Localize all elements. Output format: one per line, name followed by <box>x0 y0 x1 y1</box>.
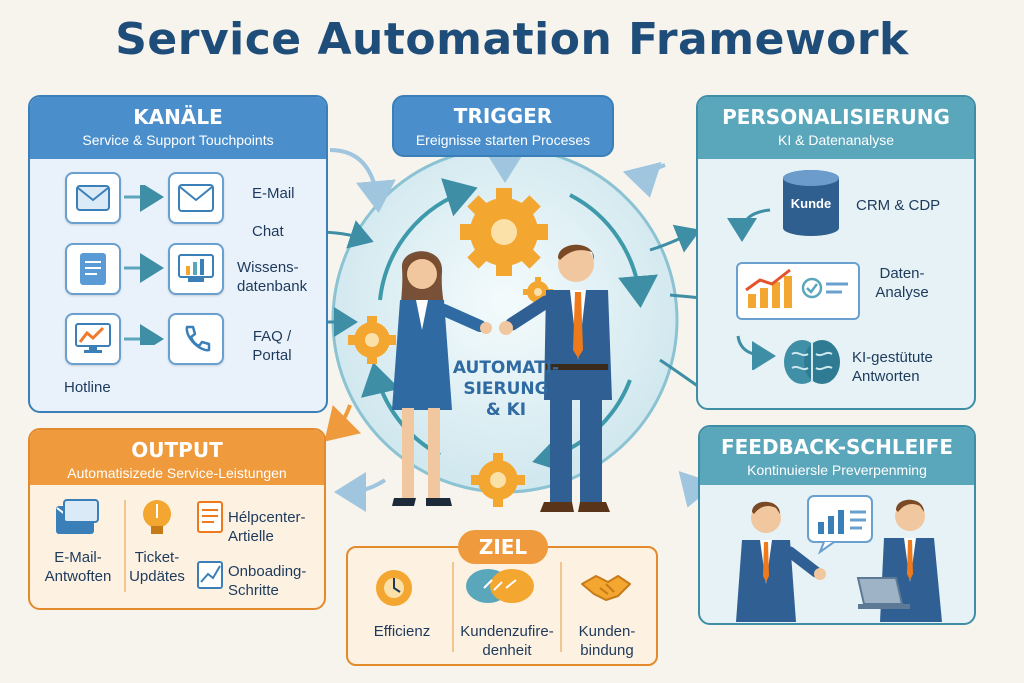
efficiency-icon <box>376 570 412 606</box>
phone-icon <box>168 313 224 365</box>
email-reply-icon <box>56 499 99 534</box>
kanaele-header: KANÄLE Service & Support Touchpoints <box>30 97 326 159</box>
feedback-header: FEEDBACK-SCHLEIFE Kontinuiersle Preverpe… <box>700 427 974 485</box>
satisfaction-icon <box>466 569 534 603</box>
output-label-onboarding: Onboading- Schritte <box>228 563 307 599</box>
personalisierung-arrows <box>727 208 776 370</box>
personalisierung-subtitle: KI & Datenanalyse <box>778 132 894 148</box>
connector-arrow <box>649 224 701 253</box>
kanaele-subtitle: Service & Support Touchpoints <box>82 132 274 148</box>
center-label: AUTOMATI- SIERUNG & KI <box>452 358 560 420</box>
connector-arrow <box>324 404 362 442</box>
ziel-label-satisfaction: Kundenzufire- denheit <box>460 623 554 659</box>
ziel-label-retention: Kunden- bindung <box>578 623 636 659</box>
center-illustration <box>348 188 612 512</box>
monitor-source-icon <box>65 313 121 365</box>
handshake-icon <box>581 575 631 601</box>
output-label-ticket: Ticket- Updätes <box>129 549 185 585</box>
knowledge-base-icon <box>168 243 224 295</box>
gear-icon <box>460 188 548 276</box>
output-label-helpcenter: Hélpcenter- Artielle <box>228 509 306 545</box>
channel-label-chat: Chat <box>252 223 284 240</box>
businessman-figure <box>499 244 612 512</box>
article-icon <box>197 501 223 533</box>
ziel-label-efficiency: Efficienz <box>373 623 431 640</box>
ziel-divider <box>560 562 562 652</box>
document-source-icon <box>65 243 121 295</box>
page-title: Service Automation Framework <box>115 14 909 65</box>
gear-icon <box>348 316 396 364</box>
channel-label-hotline: Hotline <box>64 379 111 396</box>
channel-label-knowledge-base: Wissens- datenbank <box>237 259 308 295</box>
database-label: Kunde <box>790 196 832 211</box>
output-subtitle: Automatisizede Service-Leistungen <box>67 465 287 481</box>
output-header: OUTPUT Automatisizede Service-Leistungen <box>30 430 324 485</box>
trigger-title: TRIGGER <box>453 104 553 128</box>
cycle-arrow <box>569 193 658 308</box>
onboarding-chart-icon <box>197 561 223 589</box>
ziel-divider <box>452 562 454 652</box>
connector-arrow <box>334 471 387 512</box>
email-icon <box>168 172 224 224</box>
ziel-title: ZIEL <box>458 530 548 564</box>
feedback-subtitle: Kontinuiersle Preverpenming <box>747 462 927 478</box>
gear-icon <box>471 453 525 507</box>
personalisierung-label-crm: CRM & CDP <box>856 197 941 214</box>
ziel-panel <box>346 546 658 666</box>
output-title: OUTPUT <box>131 438 223 462</box>
channel-label-email: E-Mail <box>252 185 295 202</box>
personalisierung-label-analyse: Daten- Analyse <box>875 265 929 301</box>
trigger-panel: TRIGGER Ereignisse starten Proceses <box>392 95 614 157</box>
feedback-title: FEEDBACK-SCHLEIFE <box>720 435 954 459</box>
mail-source-icon <box>65 172 121 224</box>
channel-arrows <box>124 185 164 345</box>
database-icon <box>783 170 839 236</box>
output-divider <box>124 500 126 592</box>
personalisierung-header: PERSONALISIERUNG KI & Datenanalyse <box>698 97 974 159</box>
connector-arrow <box>622 161 666 198</box>
kanaele-title: KANÄLE <box>133 105 223 129</box>
analytics-card-icon <box>736 262 860 320</box>
output-label-email: E-Mail- Antwoften <box>44 549 112 585</box>
brain-icon <box>784 340 840 384</box>
feedback-illustration <box>736 495 942 622</box>
cycle-arrow <box>378 178 478 301</box>
businesswoman-figure <box>392 251 492 506</box>
connector-arrow <box>329 148 396 213</box>
channel-label-faq-portal: FAQ / Portal <box>252 328 292 364</box>
lightbulb-icon <box>143 500 171 534</box>
personalisierung-label-ki: KI-gestütute Antworten <box>852 349 933 385</box>
personalisierung-title: PERSONALISIERUNG <box>722 105 950 129</box>
trigger-subtitle: Ereignisse starten Proceses <box>415 132 591 148</box>
